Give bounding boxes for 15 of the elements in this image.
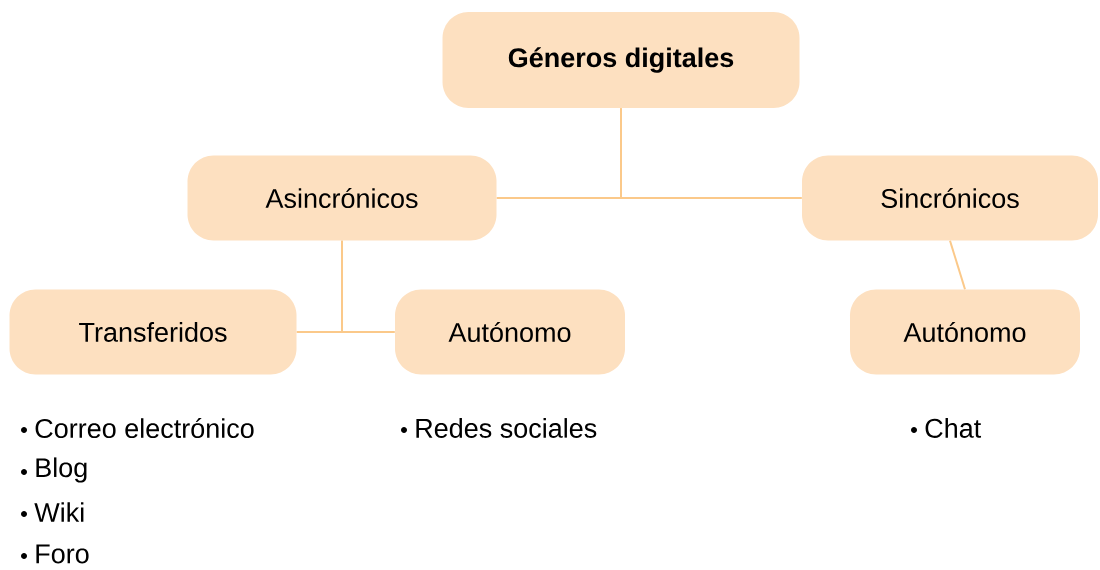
list-item: Foro [21, 544, 89, 564]
list-item: Correo electrónico [21, 417, 254, 439]
connector-line [949, 239, 966, 291]
category-box: Sincrónicos [802, 155, 1098, 241]
list-item: Redes sociales [401, 418, 597, 438]
connector-line [620, 107, 803, 199]
category-box: Autónomo [395, 289, 625, 375]
category-box: Autónomo [850, 289, 1080, 375]
list-item: Blog [21, 457, 87, 483]
list-item: Chat [911, 418, 982, 438]
category-box: Transferidos [9, 289, 297, 375]
connector-line [341, 239, 396, 333]
title-box: Géneros digitales [442, 12, 800, 108]
category-box: Asincrónicos [187, 155, 497, 241]
list-item: Wiki [21, 502, 84, 522]
